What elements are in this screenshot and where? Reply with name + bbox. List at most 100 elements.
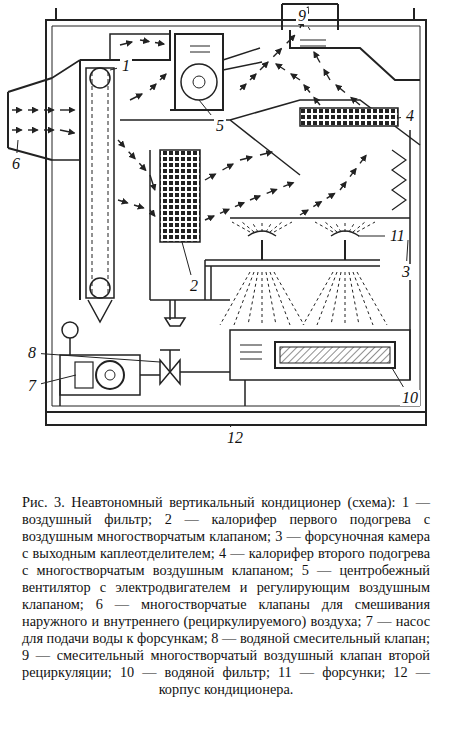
leader-line [308,27,310,30]
spray-jet [220,272,250,325]
air-arrow [120,42,132,45]
air-arrow [155,43,164,45]
spray-jet [349,272,359,325]
air-arrow [205,174,216,180]
spray-jets [220,222,387,325]
spray-jet [248,272,258,325]
callout-number: 11 [388,228,407,244]
air-arrow [134,205,144,208]
spray-jet [357,222,375,232]
spray-jet [274,222,292,232]
callout-number: 4 [404,108,416,124]
spray-jet [242,222,254,232]
leader-line [407,240,408,261]
spray-jet [303,272,333,325]
air-arrow [340,182,346,190]
air-arrow [304,85,310,93]
air-arrow [240,157,252,160]
housing [8,4,426,425]
callout-number: 10 [400,390,420,406]
air-arrow [250,196,260,200]
spray-jet [331,272,341,325]
leader-line [199,100,211,115]
air-flow-arrows [12,7,366,220]
air-arrow [250,74,256,80]
leader-line [110,68,117,70]
leader-line [230,425,232,427]
callout-number: 1 [120,58,132,74]
leader-line [41,354,160,362]
air-arrow [235,203,244,207]
air-arrow [60,109,74,110]
leader-line [41,375,76,384]
air-arrow [60,130,74,133]
air-arrow [324,70,330,81]
air-arrow [291,74,300,80]
conditioner-illustration [0,0,450,490]
spray-jet [234,272,254,325]
air-arrow [44,109,54,110]
leader-line [398,117,401,119]
air-arrow [150,175,155,190]
figure-caption: Рис. 3. Неавтономный вертикальный кондиц… [22,494,430,698]
air-arrow [12,109,22,110]
air-arrow [314,52,320,63]
air-arrow [205,216,214,220]
spray-jet [345,272,346,325]
spray-jet [335,222,341,232]
air-arrow [130,94,142,100]
air-arrow [140,40,149,42]
air-arrow [327,193,335,198]
air-arrow [28,109,38,110]
air-arrow [223,164,234,170]
spray-jet [357,272,387,325]
spray-jet [266,272,276,325]
spray-jet [252,222,258,232]
callout-number: 5 [214,118,226,134]
leader-lines [17,27,408,427]
air-arrow [220,209,229,213]
spray-jet [270,272,290,325]
spray-jet [345,222,346,232]
air-arrow [336,85,345,93]
air-arrow [160,74,166,80]
callout-number: 9 [296,8,308,24]
air-arrow [300,210,308,215]
air-arrow [283,183,293,187]
air-arrow [260,152,272,155]
air-arrow [273,49,281,57]
callout-number: 8 [26,345,38,361]
spray-jet [317,272,337,325]
leader-line [182,242,191,275]
air-arrow [129,152,135,159]
air-arrow [287,35,295,43]
callout-number: 6 [10,156,22,172]
air-arrow [118,140,124,147]
spray-jet [262,222,263,232]
air-arrow [267,189,277,193]
air-arrow [240,84,246,90]
air-arrow [314,98,320,106]
air-arrow [44,129,54,130]
air-arrow [313,202,321,207]
air-arrow [276,64,285,70]
leader-line [358,236,385,237]
callout-number: 12 [225,430,245,446]
spray-jet [353,272,373,325]
spray-jet [262,272,263,325]
leader-line [17,140,18,153]
spray-jet [274,272,304,325]
air-arrow [360,155,366,163]
air-arrow [139,163,145,170]
air-arrow [150,84,156,90]
leader-line [392,368,403,387]
air-arrow [351,98,360,106]
air-arrow [12,129,22,130]
air-arrow [118,200,128,203]
callout-number: 2 [188,278,200,294]
air-arrow [350,169,356,177]
callout-number: 7 [26,378,38,394]
callout-number: 3 [400,264,412,280]
air-arrow [260,62,268,70]
